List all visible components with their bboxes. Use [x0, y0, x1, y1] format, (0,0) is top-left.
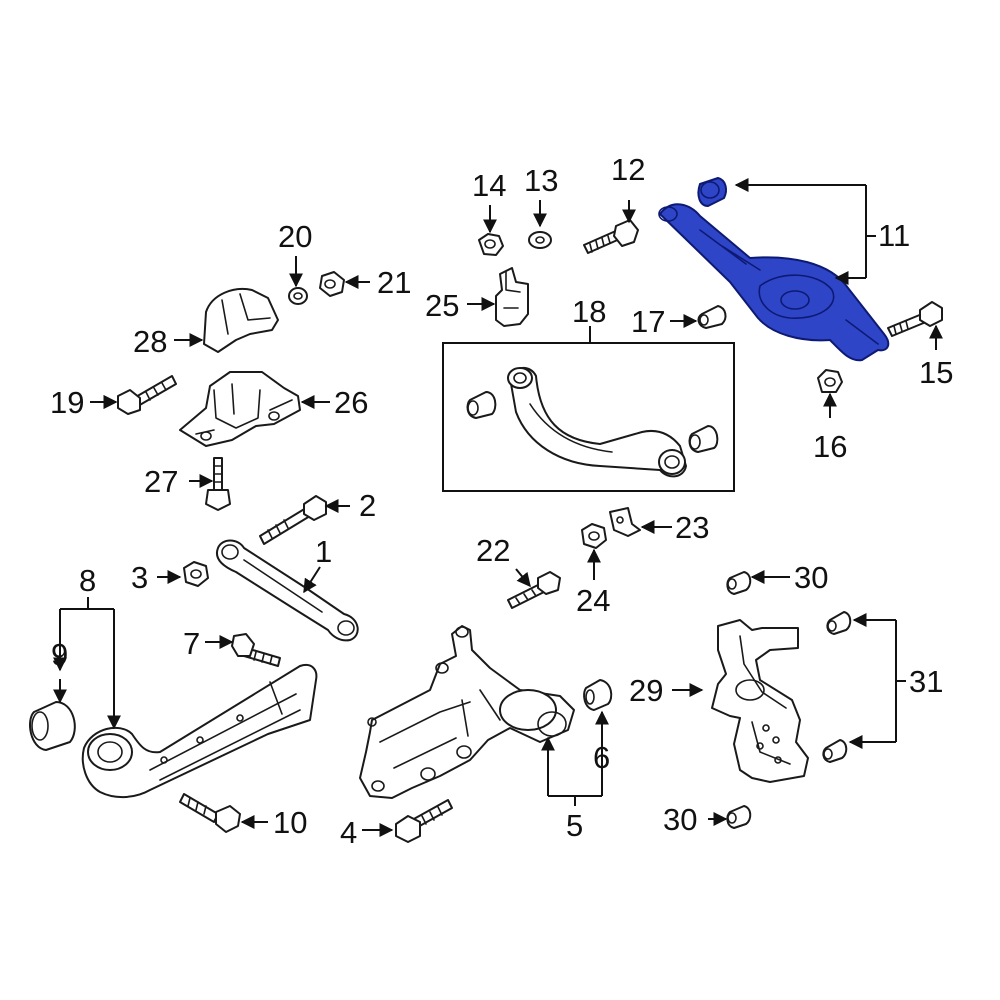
callout-9[interactable]: 9	[51, 637, 68, 672]
callout-19[interactable]: 19	[50, 385, 84, 420]
callout-10[interactable]: 10	[273, 805, 307, 840]
callout-7[interactable]: 7	[183, 626, 200, 661]
callout-30-lower[interactable]: 30	[663, 802, 697, 837]
part-20-washer[interactable]	[288, 287, 308, 305]
part-11-lower-control-arm[interactable]	[658, 203, 890, 362]
callout-30-upper[interactable]: 30	[794, 560, 828, 595]
callout-16[interactable]: 16	[813, 429, 847, 464]
callout-3[interactable]: 3	[131, 560, 148, 595]
callout-20[interactable]: 20	[278, 219, 312, 254]
part-15-bolt[interactable]	[887, 301, 943, 337]
callout-12[interactable]: 12	[611, 152, 645, 187]
part-6-bushing[interactable]	[583, 679, 613, 711]
part-10-bolt[interactable]	[179, 793, 241, 833]
part-28-mount-cover[interactable]	[203, 288, 279, 353]
callout-31[interactable]: 31	[909, 664, 943, 699]
callout-13[interactable]: 13	[524, 163, 558, 198]
part-8-trailing-arm[interactable]	[81, 664, 318, 798]
part-26-mount[interactable]	[179, 371, 301, 447]
part-21-nut[interactable]	[319, 271, 345, 297]
callout-29[interactable]: 29	[629, 673, 663, 708]
part-22-bolt[interactable]	[507, 571, 561, 609]
part-1-lateral-link[interactable]	[216, 539, 359, 642]
part-31-bolt-lower[interactable]	[822, 739, 848, 763]
part-2-bolt[interactable]	[259, 495, 327, 545]
callout-6[interactable]: 6	[593, 740, 610, 775]
callout-27[interactable]: 27	[144, 464, 178, 499]
callout-28[interactable]: 28	[133, 324, 167, 359]
callout-numbers: 1 2 3 4 5 6 7 8 9 10 11 12 13 14 15 16 1…	[50, 152, 953, 850]
part-18-group-box	[442, 342, 735, 492]
callout-18[interactable]: 18	[572, 294, 606, 329]
part-5-knuckle[interactable]	[359, 625, 575, 799]
callout-14[interactable]: 14	[472, 168, 506, 203]
callout-17[interactable]: 17	[631, 304, 665, 339]
leader-lines	[53, 178, 943, 837]
callout-23[interactable]: 23	[675, 510, 709, 545]
part-17-bolt[interactable]	[697, 305, 727, 329]
callout-4[interactable]: 4	[340, 815, 357, 850]
part-12-bolt[interactable]	[583, 219, 639, 254]
callout-2[interactable]: 2	[359, 488, 376, 523]
callout-15[interactable]: 15	[919, 355, 953, 390]
part-29-bracket[interactable]	[711, 619, 809, 783]
part-14-nut[interactable]	[478, 233, 504, 256]
part-31-bolt-upper[interactable]	[826, 611, 852, 635]
callout-25[interactable]: 25	[425, 288, 459, 323]
callout-22[interactable]: 22	[476, 533, 510, 568]
callout-21[interactable]: 21	[377, 265, 411, 300]
part-9-bushing[interactable]	[29, 701, 76, 751]
callout-8[interactable]: 8	[79, 563, 96, 598]
part-7-bolt[interactable]	[231, 633, 281, 667]
part-24-nut[interactable]	[581, 523, 607, 549]
part-27-bolt[interactable]	[205, 457, 231, 511]
part-16-nut[interactable]	[817, 369, 843, 393]
callout-26[interactable]: 26	[334, 385, 368, 420]
part-3-nut[interactable]	[183, 561, 209, 587]
part-18-bushing-right[interactable]	[688, 425, 719, 453]
callout-24[interactable]: 24	[576, 583, 610, 618]
part-13-washer[interactable]	[528, 231, 552, 249]
part-30-bolt-upper[interactable]	[726, 571, 752, 595]
part-4-bolt[interactable]	[395, 799, 453, 843]
callout-1[interactable]: 1	[315, 534, 332, 569]
callout-5[interactable]: 5	[566, 808, 583, 843]
part-19-bolt[interactable]	[117, 375, 177, 415]
part-18-upper-control-arm[interactable]	[507, 367, 687, 478]
part-23-clip[interactable]	[609, 507, 641, 537]
part-18-bushing-left[interactable]	[466, 391, 497, 419]
callout-11[interactable]: 11	[878, 218, 910, 253]
part-25-bracket[interactable]	[495, 267, 529, 327]
part-30-bolt-lower[interactable]	[726, 805, 752, 829]
part-11-bushing[interactable]	[697, 177, 727, 207]
